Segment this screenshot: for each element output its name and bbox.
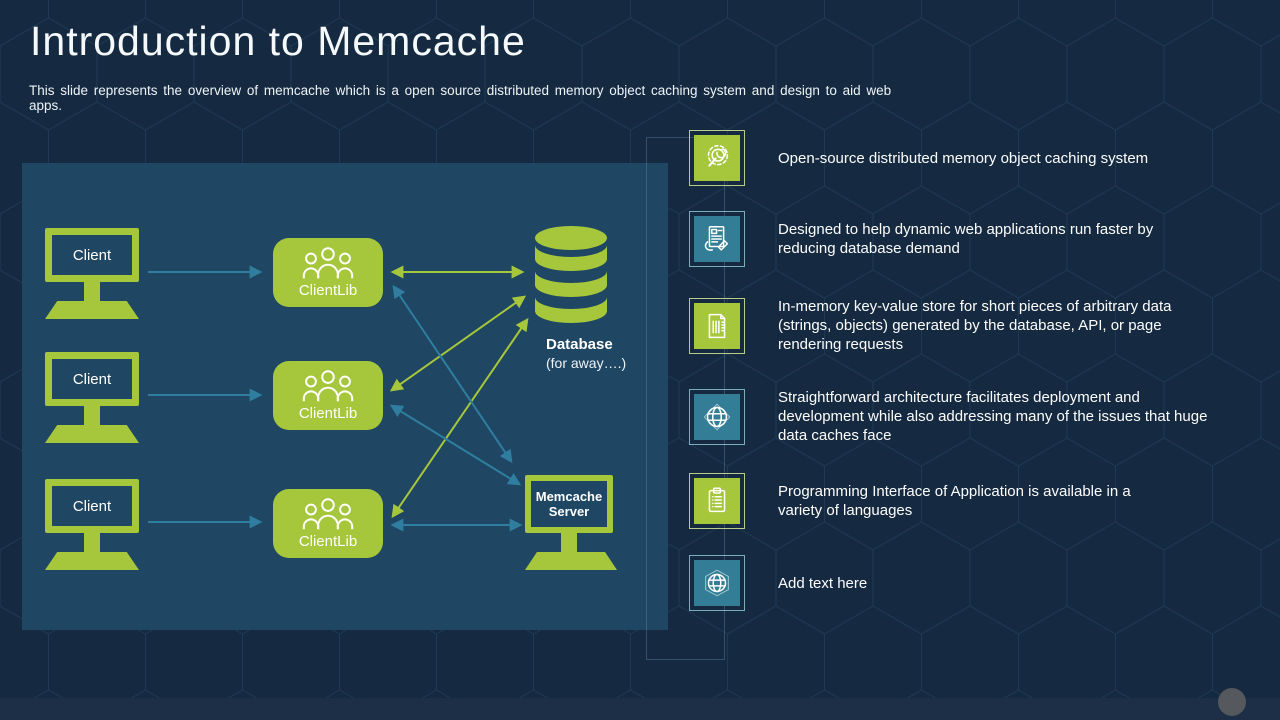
clientlib-label: ClientLib <box>298 405 358 422</box>
clipboard-icon-frame <box>689 473 745 529</box>
clientlib-label: ClientLib <box>298 533 358 550</box>
client-computer-3: Client <box>45 479 139 570</box>
database-cylinder-icon <box>535 226 607 323</box>
globe-hex-icon-frame <box>689 555 745 611</box>
people-group-icon <box>302 498 354 530</box>
client-screen: Client <box>45 352 139 406</box>
document-icon <box>700 309 734 343</box>
bullet-text: Open-source distributed memory object ca… <box>778 149 1149 167</box>
monitor-stand <box>84 282 100 301</box>
globe-icon-frame <box>689 388 745 445</box>
bullet-item-5: Programming Interface of Application is … <box>689 473 1131 529</box>
database-group: Database (for away….) <box>535 226 695 371</box>
people-group-icon <box>302 370 354 402</box>
bullet-item-6: Add text here <box>689 555 867 611</box>
client-screen: Client <box>45 479 139 533</box>
client-screen: Client <box>45 228 139 282</box>
monitor-base <box>45 301 139 319</box>
monitor-stand <box>84 533 100 552</box>
clipboard-icon <box>700 484 734 518</box>
wrench-gear-icon-frame <box>689 130 745 186</box>
memcache-label: Memcache Server <box>535 489 603 519</box>
client-to-clientlib-arrows <box>148 265 263 529</box>
monitor-base <box>45 425 139 443</box>
page-title: Introduction to Memcache <box>30 18 526 64</box>
clientlib-box-3: ClientLib <box>273 489 383 558</box>
people-group-icon <box>302 247 354 279</box>
client-label: Client <box>72 246 112 264</box>
hand-document-icon-frame <box>689 211 745 267</box>
client-label: Client <box>72 370 112 388</box>
clientlib-to-memcache-arrows <box>389 284 523 532</box>
memcache-screen: Memcache Server <box>525 475 613 533</box>
bottom-strip <box>0 698 1280 720</box>
client-computer-1: Client <box>45 228 139 319</box>
memcache-server: Memcache Server <box>525 475 617 570</box>
document-icon-frame <box>689 297 745 354</box>
bullet-list: Open-source distributed memory object ca… <box>689 0 1249 720</box>
monitor-stand <box>561 533 577 552</box>
monitor-base <box>45 552 139 570</box>
bullet-text: Designed to help dynamic web application… <box>778 221 1154 257</box>
client-computer-2: Client <box>45 352 139 443</box>
globe-hex-icon <box>700 566 734 600</box>
database-sublabel: (for away….) <box>546 355 627 371</box>
clientlib-box-2: ClientLib <box>273 361 383 430</box>
globe-icon <box>700 400 734 434</box>
clientlib-box-1: ClientLib <box>273 238 383 307</box>
bullet-text: Add text here <box>778 574 868 592</box>
bullet-text: In-memory key-value store for short piec… <box>778 298 1172 353</box>
diagram-panel: Client Client Client ClientLib <box>22 163 668 630</box>
database-label: Database <box>546 336 613 353</box>
hand-document-icon <box>700 222 734 256</box>
bottom-right-circle <box>1218 688 1246 716</box>
bullet-item-1: Open-source distributed memory object ca… <box>689 130 1148 186</box>
monitor-base <box>525 552 617 570</box>
bullet-item-3: In-memory key-value store for short piec… <box>689 297 1172 354</box>
client-label: Client <box>72 497 112 515</box>
slide-subtitle: This slide represents the overview of me… <box>29 83 892 113</box>
bullet-item-2: Designed to help dynamic web application… <box>689 211 1153 267</box>
bullet-text: Programming Interface of Application is … <box>778 483 1131 519</box>
wrench-gear-icon <box>700 141 734 175</box>
bullet-item-4: Straightforward architecture facilitates… <box>689 388 1207 445</box>
bullet-text: Straightforward architecture facilitates… <box>778 389 1208 444</box>
diagram-arrows <box>148 265 529 532</box>
monitor-stand <box>84 406 100 425</box>
clientlib-to-database-arrows <box>389 265 529 519</box>
clientlib-label: ClientLib <box>298 282 358 299</box>
